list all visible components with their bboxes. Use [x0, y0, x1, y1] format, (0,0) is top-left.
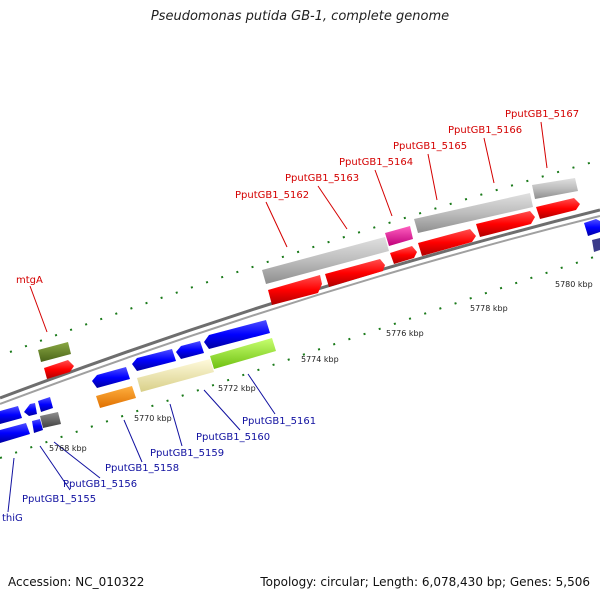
- cds-reverse: [0, 423, 30, 443]
- genome-backbone: [0, 208, 600, 405]
- cds-reverse: [132, 349, 176, 371]
- forward-gene-labels[interactable]: mtgA PputGB1_5162 PputGB1_5163 PputGB1_5…: [16, 109, 579, 286]
- cds-forward: [476, 211, 535, 237]
- reverse-cds-track[interactable]: [0, 219, 600, 443]
- tick-label: 5780 kbp: [555, 280, 593, 289]
- gene-label: mtgA: [16, 275, 43, 286]
- gene-label: PputGB1_5163: [285, 173, 359, 184]
- tick-label: 5774 kbp: [301, 355, 339, 364]
- gene-label: PputGB1_5161: [242, 416, 316, 427]
- orange-feature: [96, 386, 136, 408]
- forward-gene-track: [38, 178, 578, 362]
- gene-track-segment: [532, 178, 578, 199]
- reverse-gene-track: [40, 338, 276, 428]
- cds-forward: [44, 360, 74, 379]
- grey-dark-feature: [40, 412, 61, 428]
- tick-label: 5770 kbp: [134, 414, 172, 423]
- gene-label: PputGB1_5156: [63, 479, 137, 490]
- gene-label: PputGB1_5158: [105, 463, 179, 474]
- tick-label: 5768 kbp: [49, 444, 87, 453]
- cds-reverse: [32, 419, 43, 433]
- gene-track-segment: [262, 237, 389, 284]
- cds-reverse: [592, 238, 600, 252]
- cds-reverse: [38, 397, 53, 412]
- cds-reverse: [204, 320, 270, 349]
- label-leader-lines: [7, 121, 548, 513]
- cds-forward: [268, 275, 322, 305]
- tick-label: 5778 kbp: [470, 304, 508, 313]
- accession-text: Accession: NC_010322: [8, 575, 145, 589]
- gene-label: PputGB1_5164: [339, 157, 413, 168]
- cds-reverse: [92, 367, 130, 388]
- tick-label: 5776 kbp: [386, 329, 424, 338]
- gene-label: PputGB1_5167: [505, 109, 579, 120]
- cds-reverse: [0, 406, 22, 424]
- cds-forward: [536, 198, 580, 219]
- reverse-gene-labels[interactable]: thiG PputGB1_5155 PputGB1_5156 PputGB1_5…: [2, 416, 316, 524]
- cds-forward: [325, 259, 385, 287]
- olive-feature: [38, 342, 71, 362]
- map-title: Pseudomonas putida GB-1, complete genome: [150, 9, 450, 24]
- cds-forward: [418, 229, 476, 256]
- yellow-feature: [137, 359, 214, 392]
- axis-tick-labels: 5768 kbp 5770 kbp 5772 kbp 5774 kbp 5776…: [49, 280, 593, 453]
- forward-cds-track[interactable]: [44, 198, 580, 379]
- gene-label: PputGB1_5160: [196, 432, 270, 443]
- cds-reverse: [24, 403, 37, 416]
- gene-label: thiG: [2, 513, 23, 524]
- gene-label: PputGB1_5165: [393, 141, 467, 152]
- cds-reverse: [584, 219, 600, 236]
- cds-forward: [390, 246, 417, 264]
- inner-tick-track: [0, 254, 600, 459]
- lime-feature: [210, 338, 276, 369]
- gene-label: PputGB1_5162: [235, 190, 309, 201]
- genome-stats-text: Topology: circular; Length: 6,078,430 bp…: [260, 575, 590, 589]
- cds-reverse: [176, 341, 204, 359]
- gene-label: PputGB1_5155: [22, 494, 96, 505]
- tick-label: 5772 kbp: [218, 384, 256, 393]
- gene-label: PputGB1_5166: [448, 125, 522, 136]
- gene-label: PputGB1_5159: [150, 448, 224, 459]
- outer-tick-track: [9, 159, 600, 353]
- gene-track-segment: [414, 193, 533, 233]
- magenta-feature: [385, 226, 413, 246]
